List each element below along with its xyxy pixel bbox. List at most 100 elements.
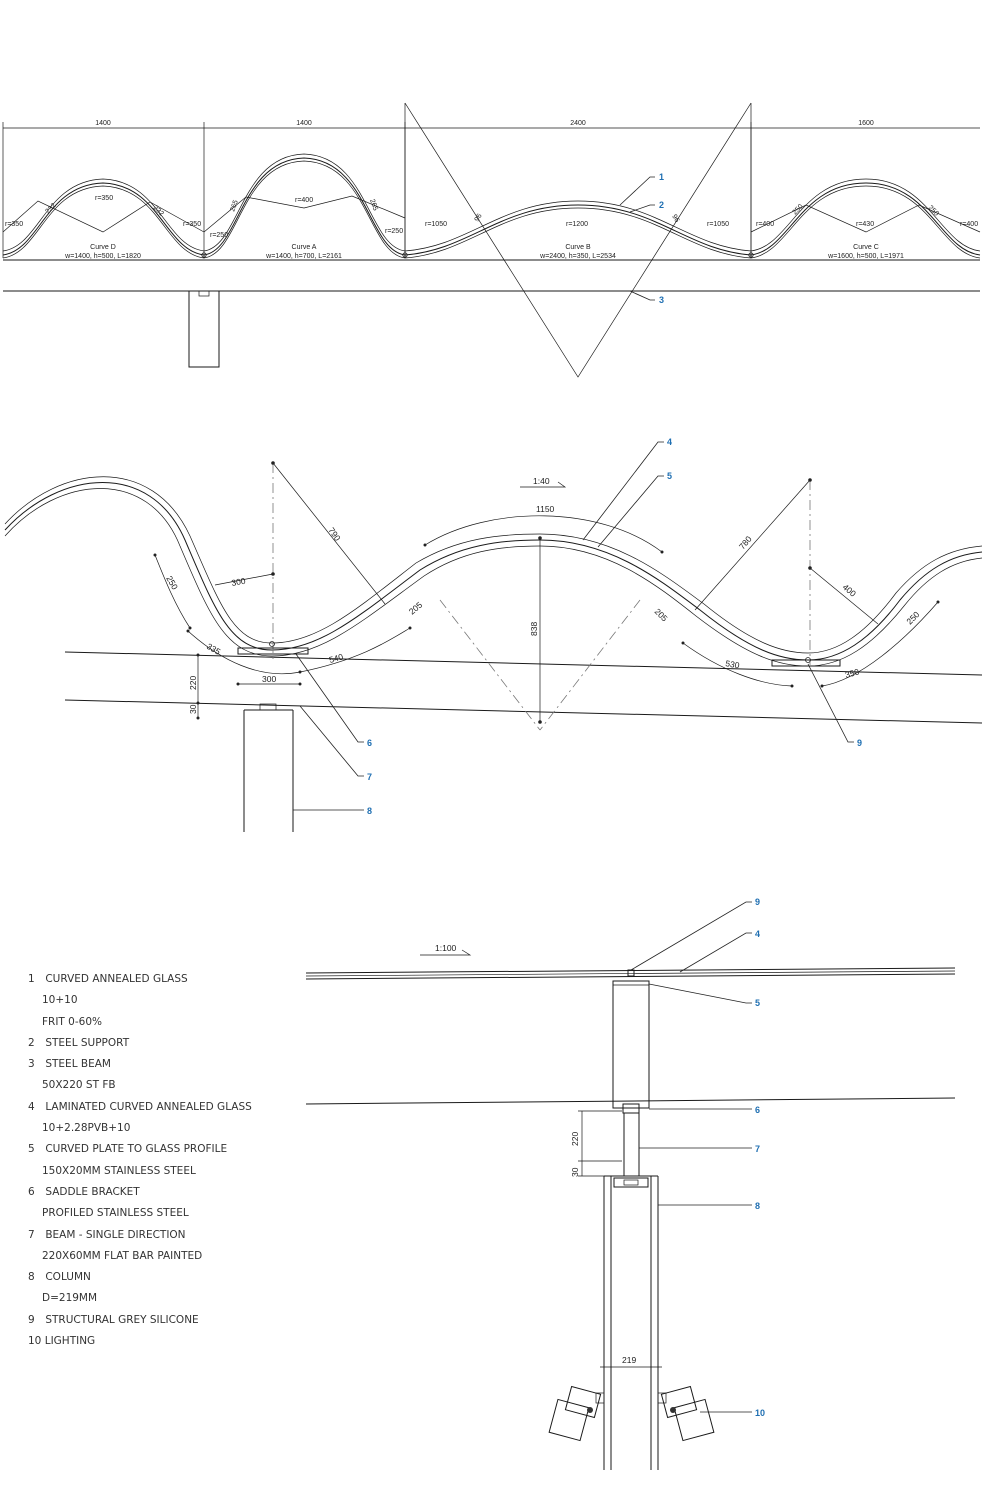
callout-9: 9: [857, 738, 862, 748]
legend-text: CURVED ANNEALED GLASS: [45, 973, 188, 985]
light-fixture-left: [548, 1385, 605, 1442]
legend-sub: 150X20MM STAINLESS STEEL: [42, 1164, 196, 1177]
curve-name: Curve A: [292, 244, 317, 251]
legend-sub: 10+2.28PVB+10: [42, 1122, 131, 1135]
callout-7: 7: [755, 1144, 760, 1154]
top-dim-1: 1400: [95, 120, 111, 127]
segment-label: 232: [44, 202, 57, 215]
top-wave: [2, 153, 981, 259]
legend-item: 8 COLUMN: [28, 1270, 288, 1291]
radius-label: r=1200: [566, 221, 588, 228]
curve-name: Curve B: [565, 244, 591, 251]
legend-num: 8: [28, 1271, 35, 1284]
legend-text: CURVED PLATE TO GLASS PROFILE: [45, 1143, 228, 1156]
top-dim-2: 1400: [296, 120, 312, 127]
segment-label: 232: [152, 204, 165, 217]
radius-label: r=350: [183, 221, 201, 228]
legend-num: 4: [28, 1100, 35, 1113]
legend-item: 2 STEEL SUPPORT: [28, 1036, 288, 1057]
bottom-dim: 220: [570, 1132, 580, 1146]
segment-label: 265: [229, 199, 240, 212]
legend-sub: FRIT 0-60%: [42, 1015, 102, 1028]
legend-num: 1: [28, 973, 35, 985]
callout-6: 6: [367, 738, 372, 748]
bottom-dim: 219: [622, 1355, 636, 1365]
radius-label: r=1050: [707, 221, 729, 228]
bottom-section: 1:100 220 30 219: [305, 897, 956, 1470]
mid-dim: 780: [737, 534, 754, 552]
legend-sub: 50X220 ST FB: [42, 1079, 116, 1092]
mid-dim: 205: [407, 600, 425, 617]
mid-dim: 400: [841, 582, 859, 599]
legend-text: BEAM - SINGLE DIRECTION: [45, 1228, 186, 1241]
legend-text: COLUMN: [45, 1271, 91, 1284]
legend-item: 6 SADDLE BRACKET: [28, 1185, 288, 1206]
mid-dim: 250: [904, 609, 921, 626]
legend-text: SADDLE BRACKET: [45, 1185, 140, 1198]
legend-num: 10: [28, 1335, 42, 1348]
callout-3: 3: [659, 295, 664, 305]
legend-num: 6: [28, 1185, 35, 1198]
mid-dim: 838: [529, 622, 539, 636]
radius-label: r=400: [960, 221, 978, 228]
callout-8: 8: [755, 1201, 760, 1211]
top-dim-4: 1600: [858, 120, 874, 127]
segment-label: 96: [670, 214, 680, 224]
mid-dim: 300: [262, 674, 276, 684]
radius-label: r=350: [5, 221, 23, 228]
light-fixture-right: [657, 1385, 715, 1442]
curve-spec: w=1400, h=500, L=1820: [64, 253, 141, 260]
legend-sub: D=219MM: [42, 1292, 98, 1305]
mid-dim: 530: [725, 658, 741, 670]
mid-dim: 205: [653, 606, 670, 623]
legend-item: 9 STRUCTURAL GREY SILICONE: [28, 1313, 288, 1334]
mid-dim: 220: [188, 676, 198, 690]
mid-dim: 1150: [536, 504, 555, 514]
top-dim-3: 2400: [570, 120, 586, 127]
legend-text: STEEL BEAM: [45, 1058, 111, 1071]
segment-label: 96: [474, 213, 484, 223]
legend-num: 9: [28, 1313, 35, 1326]
bottom-scale-label: 1:100: [435, 943, 457, 953]
curve-name: Curve C: [853, 244, 879, 251]
legend-sub: PROFILED STAINLESS STEEL: [42, 1207, 189, 1220]
legend-text: STEEL SUPPORT: [45, 1036, 130, 1049]
callout-4: 4: [667, 437, 672, 447]
segment-label: 250: [927, 204, 940, 217]
callout-5: 5: [755, 998, 760, 1008]
legend-num: 7: [28, 1228, 35, 1241]
legend-item: 5 CURVED PLATE TO GLASS PROFILE: [28, 1142, 288, 1163]
mid-dim: 350: [844, 667, 861, 680]
radius-label: r=250: [385, 228, 403, 235]
callout-9: 9: [755, 897, 760, 907]
mid-dim: 250: [164, 574, 180, 592]
mid-scale-label: 1:40: [533, 476, 550, 486]
callout-1: 1: [659, 172, 664, 182]
segment-label: 250: [791, 203, 804, 216]
legend-item: 7 BEAM - SINGLE DIRECTION: [28, 1228, 288, 1249]
callout-7: 7: [367, 772, 372, 782]
bottom-dim: 30: [570, 1167, 580, 1177]
segment-label: 265: [368, 198, 379, 211]
callout-6: 6: [755, 1105, 760, 1115]
legend: 1 CURVED ANNEALED GLASS 10+10 FRIT 0-60%…: [28, 972, 288, 1355]
mid-dim: 790: [326, 525, 342, 543]
callout-4: 4: [755, 929, 760, 939]
legend-item: 10 LIGHTING: [28, 1334, 288, 1355]
mid-dim: 540: [328, 652, 345, 665]
legend-text: LIGHTING: [44, 1335, 96, 1348]
callout-5: 5: [667, 471, 672, 481]
curve-spec: w=2400, h=350, L=2534: [539, 253, 616, 260]
legend-item: 4 LAMINATED CURVED ANNEALED GLASS: [28, 1100, 288, 1121]
legend-item: 3 STEEL BEAM: [28, 1057, 288, 1078]
legend-num: 3: [28, 1058, 35, 1071]
curve-spec: w=1400, h=700, L=2161: [265, 253, 342, 260]
curve-spec: w=1600, h=500, L=1971: [827, 253, 904, 260]
legend-text: LAMINATED CURVED ANNEALED GLASS: [45, 1100, 252, 1113]
mid-dim: 30: [188, 704, 198, 714]
legend-item: 1 CURVED ANNEALED GLASS: [28, 972, 288, 993]
mid-detail: 1:40: [4, 437, 983, 832]
radius-label: r=430: [856, 221, 874, 228]
callout-10: 10: [755, 1408, 765, 1418]
